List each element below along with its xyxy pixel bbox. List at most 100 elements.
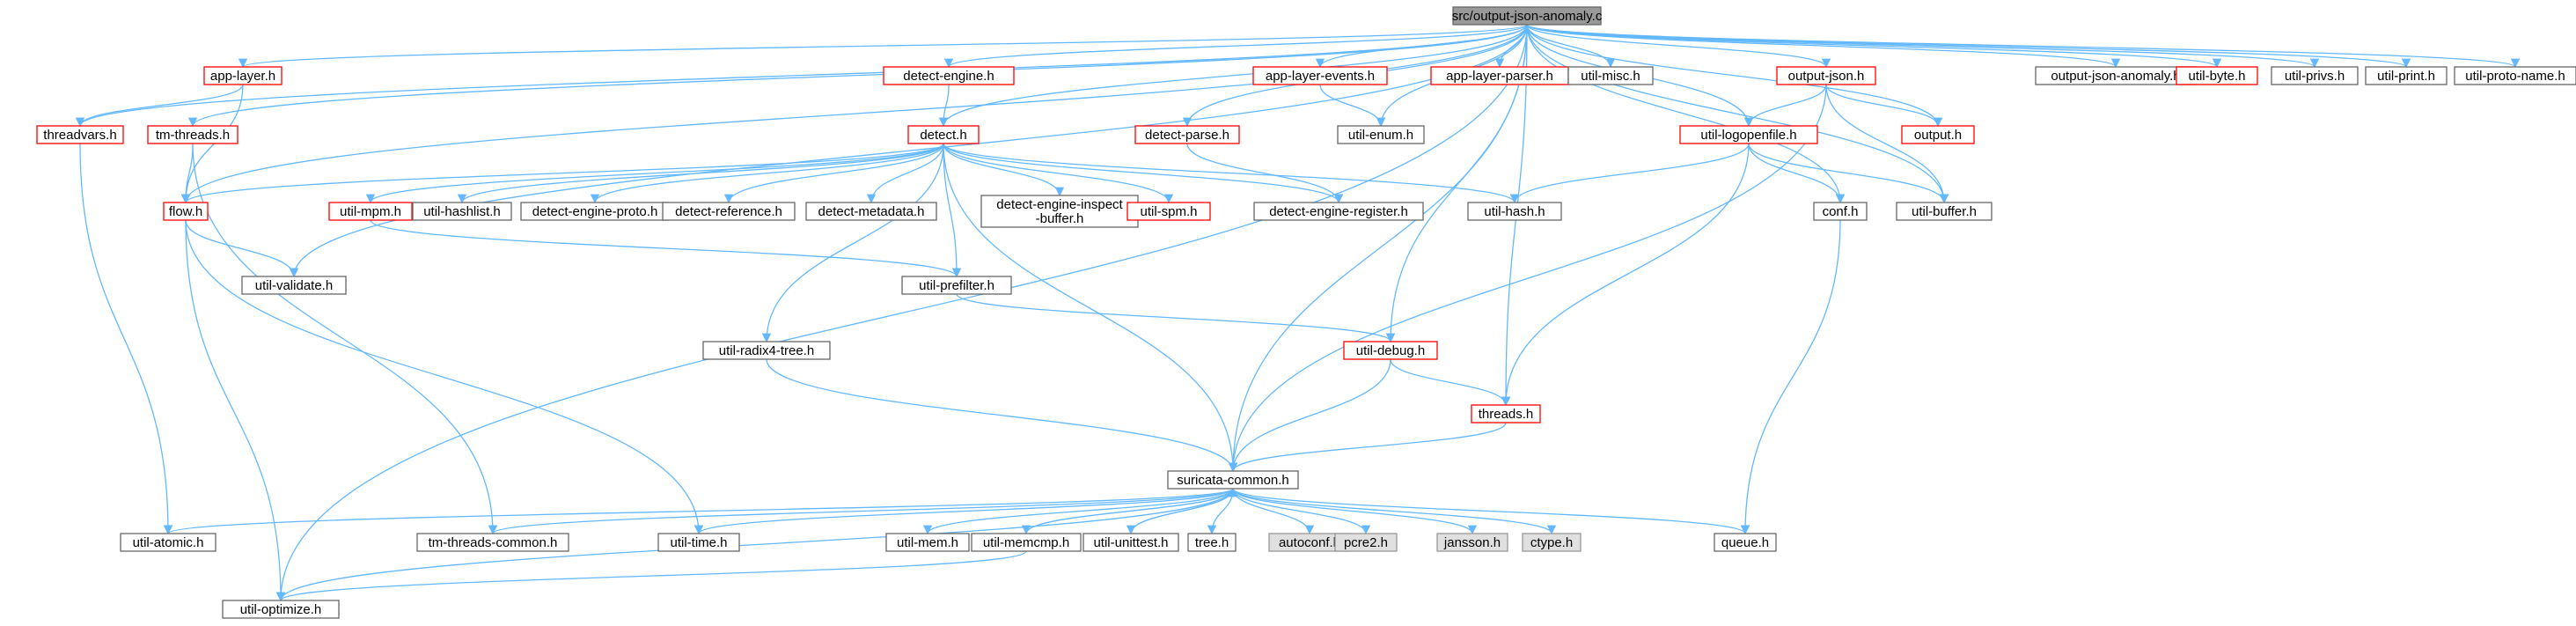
node-box [328, 202, 413, 221]
node-util-buffer[interactable]: util-buffer.h [1896, 202, 1993, 221]
node-ctype[interactable]: ctype.h [1522, 533, 1582, 552]
node-label: util-misc.h [1581, 69, 1640, 84]
edge-root-to-detect-engine [944, 24, 1528, 69]
node-detect-engine-register[interactable]: detect-engine-register.h [1253, 202, 1424, 221]
node-util-logopenfile[interactable]: util-logopenfile.h [1679, 125, 1818, 144]
node-output-json[interactable]: output-json.h [1776, 66, 1876, 85]
edge-util-logopenfile-to-threads [1501, 143, 1750, 407]
node-tree[interactable]: tree.h [1187, 533, 1237, 552]
edge-root-to-util-proto-name [1526, 24, 2520, 69]
node-threadvars[interactable]: threadvars.h [36, 125, 124, 144]
node-box [416, 533, 569, 552]
node-label: detect-parse.h [1145, 128, 1229, 143]
node-util-hash[interactable]: util-hash.h [1467, 202, 1562, 221]
node-app-layer-parser[interactable]: app-layer-parser.h [1430, 66, 1569, 85]
edge-threadvars-to-util-atomic [79, 143, 173, 535]
node-util-privs[interactable]: util-privs.h [2271, 66, 2359, 85]
node-detect-reference[interactable]: detect-reference.h [662, 202, 796, 221]
node-conf[interactable]: conf.h [1813, 202, 1868, 221]
edge-util-unittest-to-suricata-common [1130, 487, 1238, 534]
node-box [1253, 202, 1424, 221]
node-util-misc[interactable]: util-misc.h [1567, 66, 1654, 85]
edge-flow-to-util-optimize [185, 219, 286, 602]
node-util-hashlist[interactable]: util-hashlist.h [412, 202, 512, 221]
node-label: conf.h [1823, 204, 1859, 219]
node-suricata-common[interactable]: suricata-common.h [1167, 470, 1299, 490]
node-util-atomic[interactable]: util-atomic.h [120, 533, 217, 552]
node-label: util-radix4-tree.h [719, 343, 814, 358]
node-util-validate[interactable]: util-validate.h [241, 276, 347, 295]
edge-root-to-flow [180, 24, 1528, 204]
node-queue[interactable]: queue.h [1714, 533, 1777, 552]
node-detect-metadata[interactable]: detect-metadata.h [805, 202, 937, 221]
node-util-time[interactable]: util-time.h [657, 533, 740, 552]
node-label: util-enum.h [1348, 128, 1413, 143]
node-detect-engine[interactable]: detect-engine.h [883, 66, 1015, 85]
node-label: util-optimize.h [240, 602, 322, 617]
node-box [1467, 202, 1562, 221]
edge-detect-engine-to-detect [938, 84, 950, 128]
edge-detect-to-suricata-common [943, 143, 1238, 473]
edge-util-memcmp-to-suricata-common [1025, 487, 1238, 534]
node-util-spm[interactable]: util-spm.h [1127, 202, 1211, 221]
edge-output-json-to-util-buffer [1825, 84, 1949, 204]
edge-root-to-suricata-common [1228, 24, 1528, 473]
node-app-layer[interactable]: app-layer.h [203, 66, 283, 85]
node-label: suricata-common.h [1177, 473, 1289, 488]
node-label: tm-threads-common.h [429, 535, 558, 550]
node-flow[interactable]: flow.h [163, 202, 209, 221]
node-label: output-json-anomaly.h [2051, 69, 2180, 84]
node-label: util-time.h [670, 535, 727, 550]
node-util-byte[interactable]: util-byte.h [2176, 66, 2258, 85]
node-label: util-byte.h [2188, 69, 2245, 84]
node-box [222, 600, 340, 619]
edge-util-memcmp-to-util-optimize [276, 550, 1027, 602]
edge-root-to-detect [938, 24, 1528, 128]
edge-output-json-to-util-logopenfile [1743, 84, 1827, 128]
node-util-mem[interactable]: util-mem.h [885, 533, 970, 552]
edge-util-radix4-tree-to-suricata-common [766, 358, 1238, 473]
node-util-radix4-tree[interactable]: util-radix4-tree.h [702, 341, 831, 360]
node-util-enum[interactable]: util-enum.h [1337, 125, 1425, 144]
node-util-mpm[interactable]: util-mpm.h [328, 202, 413, 221]
edge-app-layer-events-to-util-enum [1319, 84, 1386, 128]
node-box [1776, 66, 1876, 85]
node-box [662, 202, 796, 221]
node-output-json-anomaly-h[interactable]: output-json-anomaly.h [2035, 66, 2197, 85]
edge-root-to-tm-threads [188, 24, 1528, 128]
node-util-unittest[interactable]: util-unittest.h [1083, 533, 1179, 552]
node-pcre2[interactable]: pcre2.h [1334, 533, 1398, 552]
node-autoconf[interactable]: autoconf.h [1268, 533, 1351, 552]
node-box [971, 533, 1082, 552]
edge-util-prefilter-to-util-debug [956, 293, 1396, 343]
node-label: detect-engine.h [903, 69, 994, 84]
edge-root-to-output-json-anomaly-h [1526, 24, 2120, 69]
node-detect-parse[interactable]: detect-parse.h [1134, 125, 1240, 144]
node-label: queue.h [1721, 535, 1769, 550]
node-detect-engine-proto[interactable]: detect-engine-proto.h [520, 202, 670, 221]
node-util-optimize[interactable]: util-optimize.h [222, 600, 340, 619]
node-threads[interactable]: threads.h [1471, 404, 1541, 423]
node-root[interactable]: src/output-json-anomaly.c [1452, 6, 1603, 26]
node-util-proto-name[interactable]: util-proto-name.h [2454, 66, 2576, 85]
edge-detect-to-detect-engine-inspect-buffer [943, 143, 1065, 197]
node-label: util-logopenfile.h [1700, 128, 1796, 143]
node-detect[interactable]: detect.h [907, 125, 980, 144]
node-util-prefilter[interactable]: util-prefilter.h [901, 276, 1012, 295]
node-util-memcmp[interactable]: util-memcmp.h [971, 533, 1082, 552]
edge-util-mpm-to-util-prefilter [370, 219, 962, 278]
node-tm-threads[interactable]: tm-threads.h [147, 125, 239, 144]
node-box [1187, 533, 1237, 552]
node-app-layer-events[interactable]: app-layer-events.h [1252, 66, 1388, 85]
node-jansson[interactable]: jansson.h [1436, 533, 1508, 552]
node-label: util-hash.h [1484, 204, 1545, 219]
node-tm-threads-common[interactable]: tm-threads-common.h [416, 533, 569, 552]
node-detect-engine-inspect-buffer[interactable]: detect-engine-inspect-buffer.h [980, 195, 1139, 228]
node-output-h[interactable]: output.h [1901, 125, 1975, 144]
node-label: detect-engine-proto.h [532, 204, 658, 219]
edge-detect-to-detect-engine-proto [590, 143, 944, 204]
node-util-print[interactable]: util-print.h [2365, 66, 2448, 85]
node-label: detect-engine-register.h [1269, 204, 1408, 219]
node-util-debug[interactable]: util-debug.h [1343, 341, 1438, 360]
